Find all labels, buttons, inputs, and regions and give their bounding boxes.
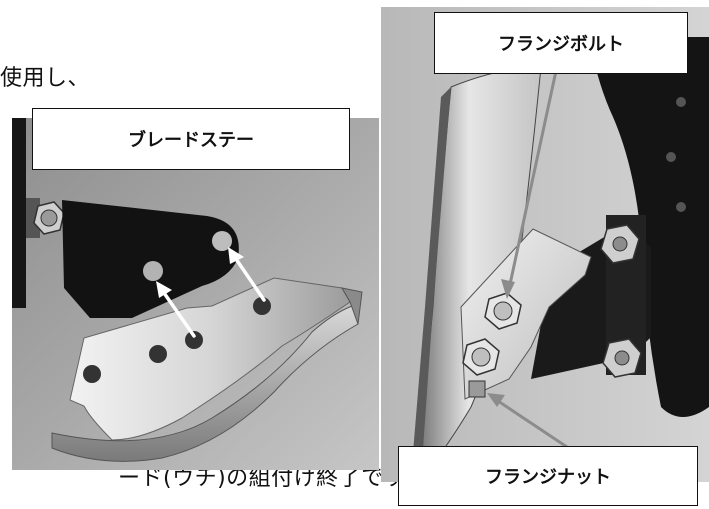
blade-stay-bracket — [62, 200, 239, 318]
blade-stay-illustration — [12, 118, 379, 470]
label-flange-nut: フランジナット — [398, 446, 698, 506]
instruction-text-bottom: ード(ウチ)の組付け終了です。 — [118, 466, 427, 491]
flange-assembly-illustration — [381, 7, 709, 482]
frame-nut-lower — [602, 338, 642, 378]
arrow-icon — [501, 56, 561, 299]
blade-body — [69, 277, 351, 441]
arrow-icon — [487, 393, 568, 449]
stay-hole-1 — [212, 231, 232, 251]
stay-hole-2 — [143, 261, 163, 281]
label-flange-bolt: フランジボルト — [434, 12, 688, 74]
label-blade-stay: ブレードステー — [32, 108, 350, 170]
plate-nut — [33, 201, 65, 235]
arrow-icon — [228, 247, 266, 302]
flange-bolt-lower — [462, 338, 500, 376]
mounting-plate — [12, 118, 26, 308]
flange-bolt-upper — [484, 292, 522, 330]
blade-hole-3 — [185, 331, 203, 349]
blade-hole-4 — [253, 297, 271, 315]
blade-hole-2 — [149, 345, 167, 363]
instruction-text-top: 使用し、 — [0, 66, 91, 91]
arrow-icon — [156, 281, 196, 338]
blade-hole-1 — [83, 365, 101, 383]
frame-plate — [591, 33, 709, 418]
frame-nut-upper — [600, 224, 640, 264]
